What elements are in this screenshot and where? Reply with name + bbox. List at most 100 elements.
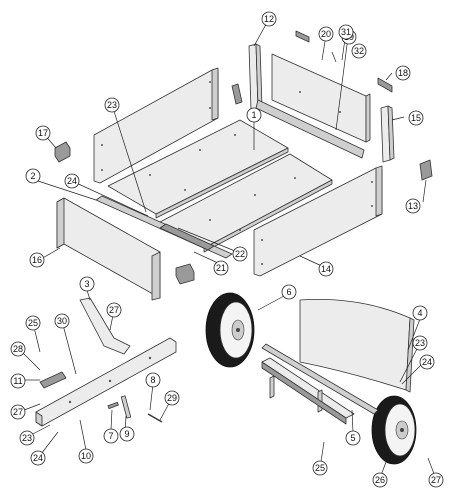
hinge-plate-18 xyxy=(377,77,393,93)
tongue-frame xyxy=(35,337,177,427)
callout-16: 16 xyxy=(29,252,45,268)
callout-32-label: 32 xyxy=(354,46,364,56)
callout-4-label: 4 xyxy=(417,308,422,318)
callout-21-label: 21 xyxy=(216,263,226,273)
callout-23-top: 23 xyxy=(104,97,120,113)
callout-24-left-label: 24 xyxy=(33,453,43,463)
callout-23-right: 23 xyxy=(412,335,428,351)
callout-11-label: 11 xyxy=(13,376,22,386)
callout-17-label: 17 xyxy=(38,128,48,138)
callout-21: 21 xyxy=(213,260,229,276)
callout-26: 26 xyxy=(372,472,388,488)
callout-18: 18 xyxy=(395,65,411,81)
callout-9: 9 xyxy=(119,426,135,442)
side-panel-rear-left xyxy=(93,67,219,184)
callout-9-label: 9 xyxy=(124,429,129,439)
corner-post-rear xyxy=(248,43,263,111)
callout-27-right: 27 xyxy=(428,472,444,488)
callout-4: 4 xyxy=(412,305,428,321)
callout-5: 5 xyxy=(345,430,361,446)
callout-24-right: 24 xyxy=(419,354,435,370)
callout-16-label: 16 xyxy=(32,255,42,265)
bolt-29 xyxy=(147,413,163,423)
callout-32: 32 xyxy=(351,43,367,59)
callout-12-label: 12 xyxy=(264,14,274,24)
callout-6-label: 6 xyxy=(286,287,291,297)
callout-31: 31 xyxy=(338,24,354,40)
callout-24-top: 24 xyxy=(64,173,80,189)
callout-11: 11 xyxy=(10,373,26,389)
callout-31-label: 31 xyxy=(341,27,351,37)
axle-mount-bracket xyxy=(261,357,355,425)
rear-cross-rail xyxy=(255,99,365,159)
callout-14: 14 xyxy=(318,261,334,277)
callout-27-left: 27 xyxy=(10,404,26,420)
callout-15: 15 xyxy=(408,110,424,126)
callout-25-left: 25 xyxy=(25,315,41,331)
callout-22: 22 xyxy=(232,246,248,262)
axle-rod xyxy=(261,343,379,415)
callout-24-left: 24 xyxy=(30,450,46,466)
callout-23-left-label: 23 xyxy=(22,433,32,443)
callout-23-left: 23 xyxy=(19,430,35,446)
callout-13-label: 13 xyxy=(408,201,418,211)
pull-handle xyxy=(79,297,131,355)
callout-25-bottom-label: 25 xyxy=(315,463,325,473)
callout-24-right-label: 24 xyxy=(422,357,432,367)
callout-12: 12 xyxy=(261,11,277,27)
callout-2-label: 2 xyxy=(30,171,35,181)
callout-3-label: 3 xyxy=(84,279,89,289)
corner-post-front xyxy=(380,105,395,163)
callout-17: 17 xyxy=(35,125,51,141)
angle-bracket-mid xyxy=(231,83,243,105)
callout-23-top-label: 23 xyxy=(107,100,117,110)
callout-25-left-label: 25 xyxy=(28,318,38,328)
callout-27-handle: 27 xyxy=(106,302,122,318)
side-panel-front-left xyxy=(56,197,161,301)
callout-22-label: 22 xyxy=(235,249,245,259)
callout-30: 30 xyxy=(54,313,70,329)
callout-8: 8 xyxy=(145,372,161,388)
callout-29-label: 29 xyxy=(167,393,177,403)
hitch-pin xyxy=(107,401,119,409)
callout-14-label: 14 xyxy=(321,264,331,274)
callout-13: 13 xyxy=(405,198,421,214)
callout-24-top-label: 24 xyxy=(67,176,77,186)
callout-23-right-label: 23 xyxy=(415,338,425,348)
callout-15-label: 15 xyxy=(411,113,421,123)
callout-27-left-label: 27 xyxy=(13,407,23,417)
hinge-plate-top xyxy=(295,30,310,43)
callout-26-label: 26 xyxy=(375,475,385,485)
clevis-pin xyxy=(120,395,132,419)
callout-8-label: 8 xyxy=(150,375,155,385)
callout-20: 20 xyxy=(318,26,334,42)
callout-27-right-label: 27 xyxy=(431,475,441,485)
side-panel-front-right xyxy=(253,165,383,277)
callout-10: 10 xyxy=(78,448,94,464)
callout-27-handle-label: 27 xyxy=(109,305,119,315)
callout-28-label: 28 xyxy=(13,344,23,354)
angle-bracket-13 xyxy=(419,159,433,181)
callout-28: 28 xyxy=(10,341,26,357)
callout-18-label: 18 xyxy=(398,68,408,78)
callout-25-bottom: 25 xyxy=(312,460,328,476)
callout-1: 1 xyxy=(246,107,262,123)
wheel-left xyxy=(205,292,255,368)
callout-30-label: 30 xyxy=(57,316,67,326)
callout-6: 6 xyxy=(281,284,297,300)
floor-panel-left xyxy=(107,119,289,219)
callout-7-label: 7 xyxy=(108,431,113,441)
callout-10-label: 10 xyxy=(81,451,91,461)
callout-2: 2 xyxy=(25,168,41,184)
callout-20-label: 20 xyxy=(321,29,331,39)
callout-7: 7 xyxy=(103,428,119,444)
callout-29: 29 xyxy=(164,390,180,406)
front-panel xyxy=(271,53,371,143)
wheel-right xyxy=(371,395,417,465)
callout-3: 3 xyxy=(79,276,95,292)
hitch-plate xyxy=(39,371,67,389)
bumper-block xyxy=(175,263,195,285)
angle-bracket-17 xyxy=(54,141,71,163)
